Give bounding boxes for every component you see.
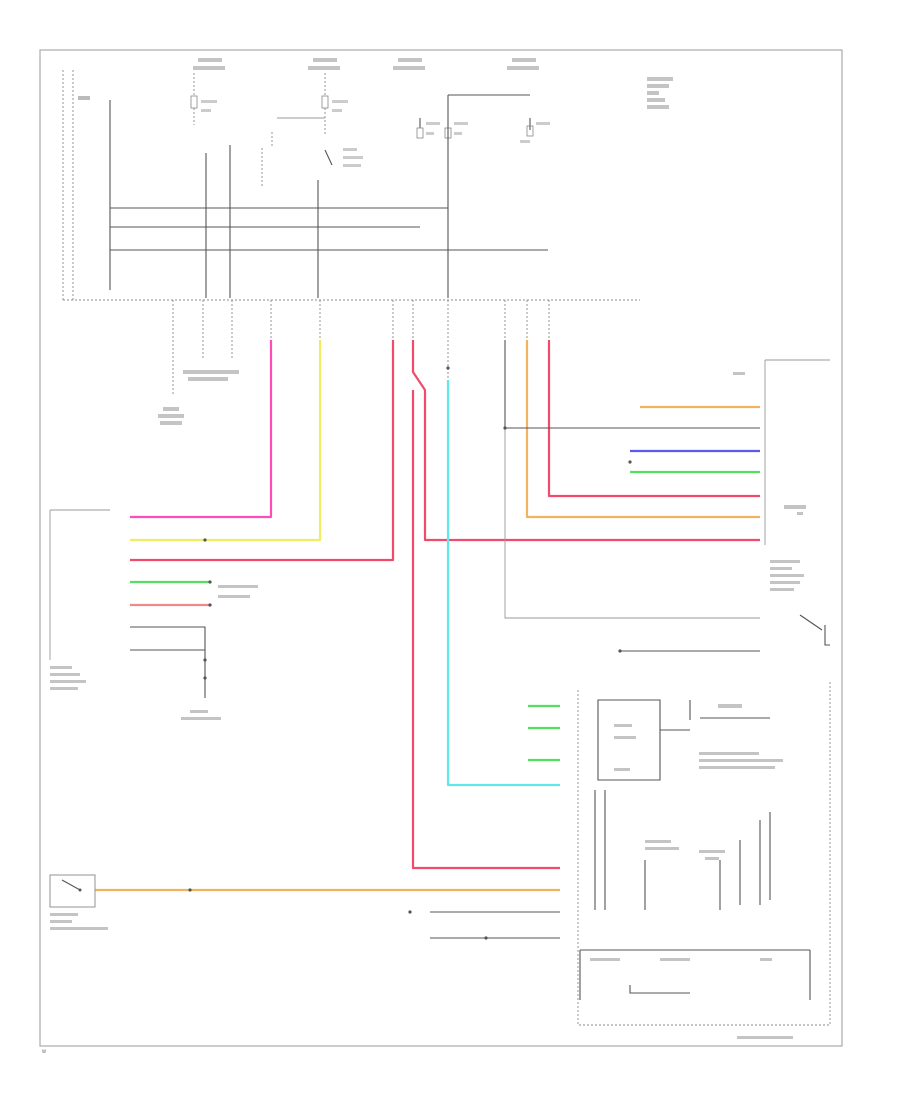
wire-red-down	[411, 390, 560, 870]
right-bottom-module	[577, 680, 831, 1039]
wire-cyan	[446, 380, 560, 787]
wire-pink	[130, 340, 273, 519]
wire-red-long	[411, 340, 760, 542]
gray-wires	[130, 340, 760, 939]
footer-code: W	[42, 1049, 46, 1054]
wire-yellow	[130, 340, 322, 542]
right-top-unit	[733, 359, 830, 646]
top-fuse-labels	[193, 58, 673, 109]
junction-dots	[188, 366, 632, 940]
bottom-left-switch	[49, 874, 108, 930]
left-mid-unit	[49, 509, 258, 720]
ground-label-marks	[158, 370, 239, 425]
connector-stubs	[172, 300, 550, 395]
wire-pink-vert	[547, 340, 760, 498]
top-unit-label-mark	[78, 96, 90, 100]
fuse-column-3	[416, 94, 550, 143]
top-unit-outline	[62, 70, 74, 300]
switch-dashed	[261, 132, 273, 186]
internal-buses	[63, 100, 640, 301]
wire-orange-vert	[525, 340, 760, 519]
colored-wires	[95, 340, 760, 892]
fuse-column-1	[190, 73, 217, 125]
diagram-frame	[39, 49, 843, 1047]
fuse-column-2	[277, 73, 363, 167]
wire-red	[130, 340, 395, 562]
